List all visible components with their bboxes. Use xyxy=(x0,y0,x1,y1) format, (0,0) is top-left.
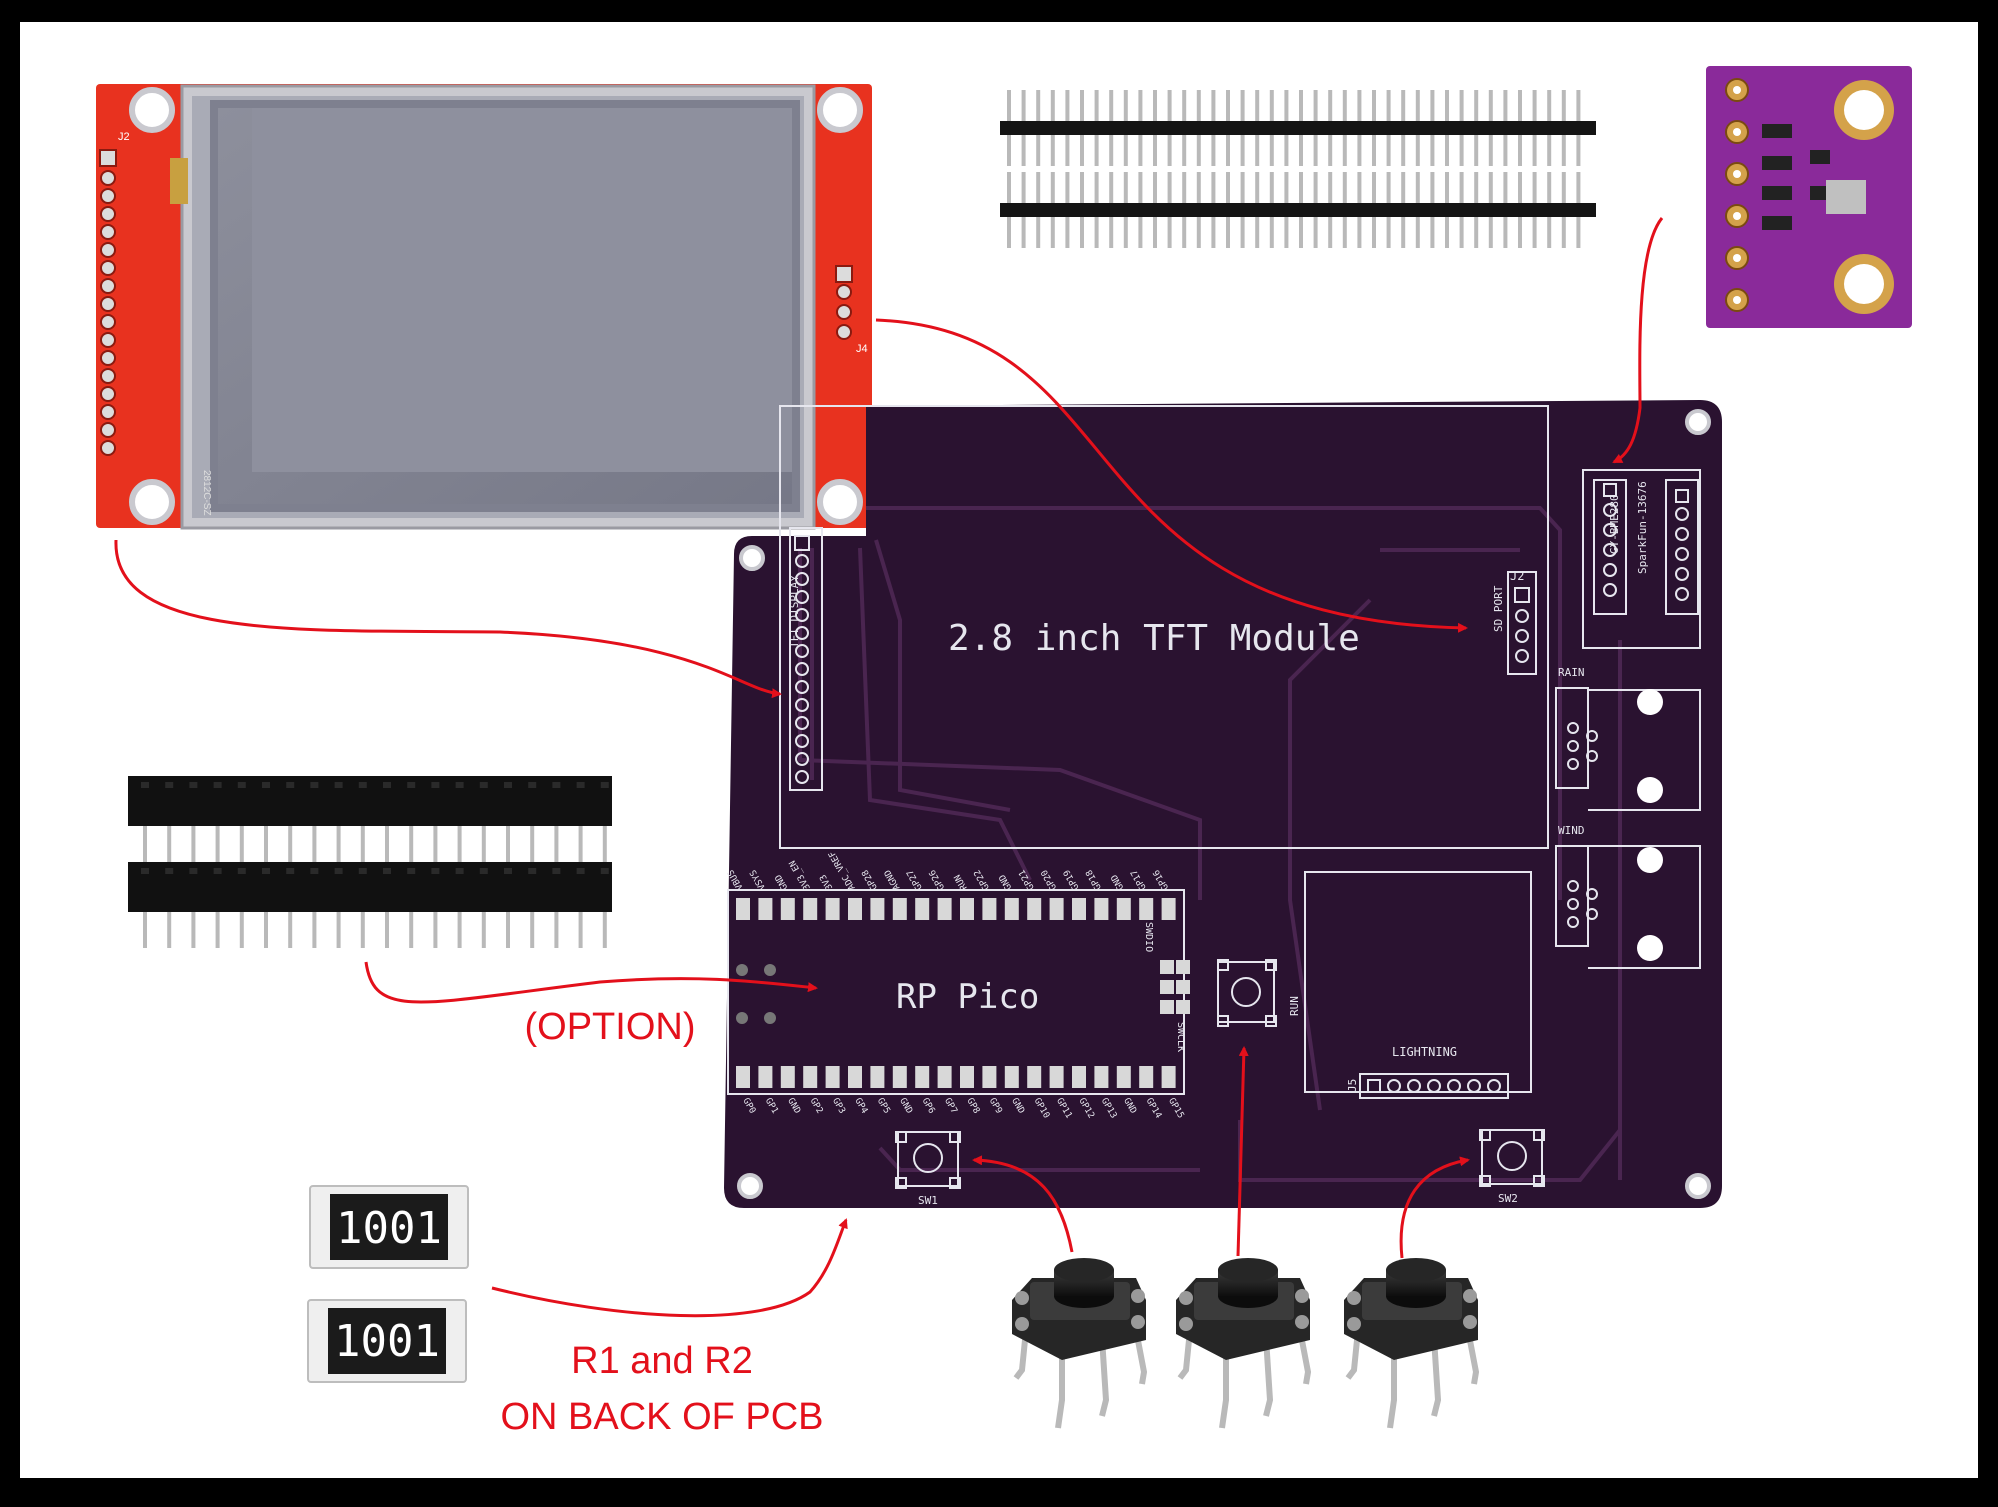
rain-silk-label: RAIN xyxy=(1558,666,1585,679)
j5-silk-label: J5 xyxy=(1346,1079,1359,1092)
tft-board-label: J2 xyxy=(118,131,130,143)
smd-resistor-icon: 1001 xyxy=(307,1299,467,1383)
callout-arrow xyxy=(1399,1156,1470,1259)
option-callout: (OPTION) xyxy=(525,1006,696,1048)
lightning-silk-label: LIGHTNING xyxy=(1392,1045,1457,1059)
tft-display-module-icon: J2 J4 2812C-SZ xyxy=(96,84,872,530)
sparkfun-silk-label: SparkFun-13676 xyxy=(1636,481,1649,574)
smd-resistor-icon: 1001 xyxy=(309,1185,469,1269)
resistors-callout-line1: R1 and R2 xyxy=(571,1340,753,1382)
resistor-marking: 1001 xyxy=(334,1316,440,1367)
j2-silk-label: J2 xyxy=(1510,569,1524,583)
wind-silk-label: WIND xyxy=(1558,824,1585,837)
callout-arrow xyxy=(1612,217,1664,464)
male-pin-header-icon xyxy=(1000,90,1596,248)
pcb-mcu-label: RP Pico xyxy=(896,977,1039,1017)
callout-arrow xyxy=(114,539,782,699)
tft-board-label: 2812C-SZ xyxy=(201,470,212,516)
callout-arrow xyxy=(364,961,818,1004)
resistors-callout-line2: ON BACK OF PCB xyxy=(500,1396,823,1438)
sd-port-silk-label: SD PORT xyxy=(1492,585,1505,632)
callout-arrow xyxy=(1236,1046,1249,1257)
swdio-silk-label: SWDIO xyxy=(1143,922,1154,952)
tft-display-silk-label: TFT DISPLAY xyxy=(788,575,801,648)
tactile-switch-icon xyxy=(1012,1258,1148,1429)
bme280-silk-label: GY-BME280 xyxy=(1608,494,1621,554)
tft-board-label: J4 xyxy=(856,343,868,355)
run-silk-label: RUN xyxy=(1288,996,1301,1016)
female-pin-header-icon xyxy=(128,776,612,948)
callout-arrow xyxy=(972,1155,1074,1253)
pcb-board: 2.8 inch TFT Module RP Pico TFT DISPLAY … xyxy=(724,400,1722,1208)
bme280-sensor-icon xyxy=(1706,66,1912,328)
tactile-switch-icon xyxy=(1176,1258,1312,1429)
tactile-switch-icon xyxy=(1344,1258,1480,1429)
pcb-title: 2.8 inch TFT Module xyxy=(948,618,1360,659)
callout-arrow xyxy=(875,318,1468,633)
resistor-marking: 1001 xyxy=(336,1203,442,1254)
callout-arrow xyxy=(491,1218,848,1318)
sw1-silk-label: SW1 xyxy=(918,1194,938,1207)
swclk-silk-label: SWCLK xyxy=(1175,1022,1186,1052)
sw2-silk-label: SW2 xyxy=(1498,1192,1518,1205)
